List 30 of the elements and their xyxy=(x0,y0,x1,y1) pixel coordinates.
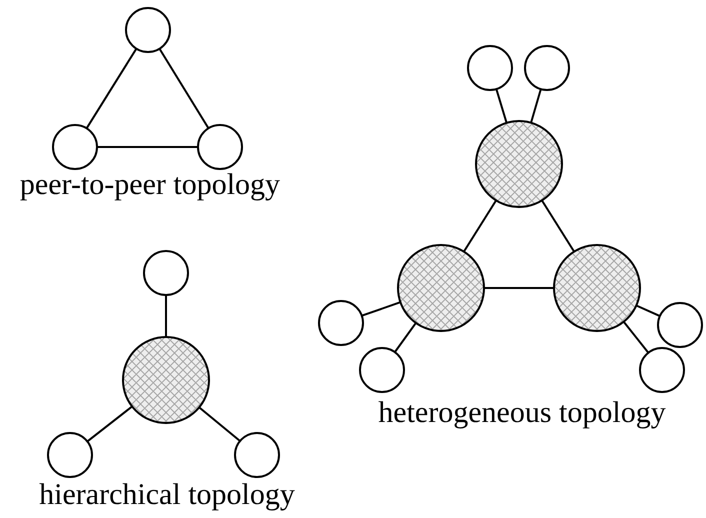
circle-node xyxy=(125,7,171,53)
connector-line xyxy=(97,146,198,148)
connector-line xyxy=(530,88,542,123)
connector-line xyxy=(198,406,241,442)
connector-line xyxy=(158,48,210,129)
connector-line xyxy=(86,48,138,129)
circle-node xyxy=(467,45,513,91)
circle-node xyxy=(524,45,570,91)
connector-line xyxy=(484,287,554,289)
caption-text: hierarchical topology xyxy=(39,480,295,510)
circle-node xyxy=(47,432,93,478)
connector-line xyxy=(495,88,508,124)
connector-line xyxy=(463,200,497,252)
connector-line xyxy=(361,301,401,317)
circle-node xyxy=(318,300,364,346)
connector-line xyxy=(541,200,575,252)
circle-node xyxy=(52,124,98,170)
connector-line xyxy=(86,406,133,442)
connector-line xyxy=(636,304,660,317)
caption-text: peer-to-peer topology xyxy=(20,170,280,200)
circle-node xyxy=(359,347,405,393)
connector-line xyxy=(165,295,167,337)
circle-node xyxy=(657,302,703,348)
circle-node xyxy=(197,124,243,170)
connector-line xyxy=(622,321,650,354)
connector-line xyxy=(394,322,417,353)
circle-node xyxy=(639,347,685,393)
circle-node xyxy=(143,250,189,296)
caption-text: heterogeneous topology xyxy=(378,398,666,428)
circle-node xyxy=(234,432,280,478)
